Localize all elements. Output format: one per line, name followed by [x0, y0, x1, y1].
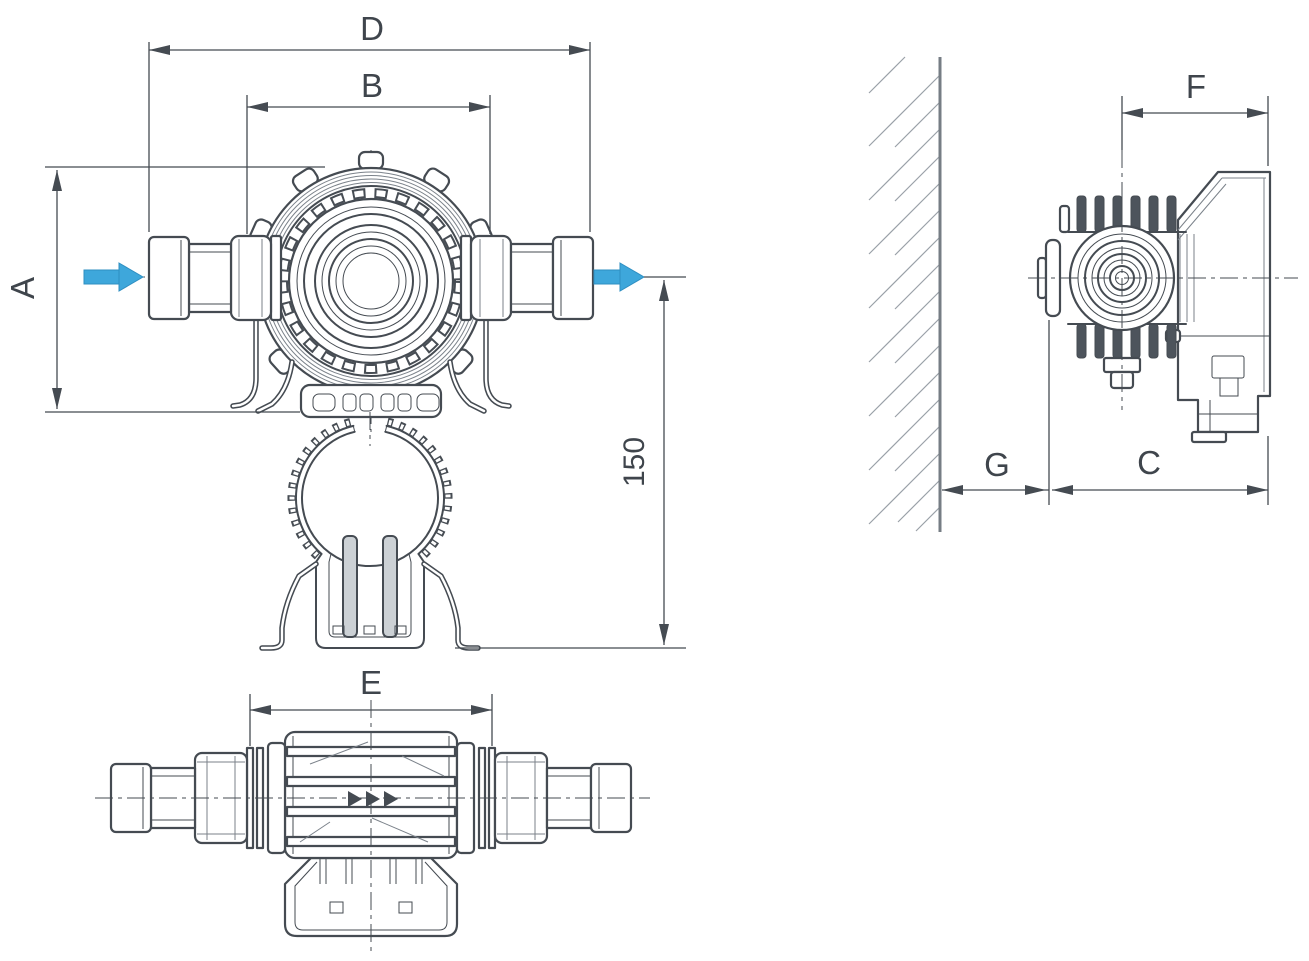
- front-pipe-left: [147, 234, 283, 322]
- top-centerlines: [95, 700, 650, 952]
- flow-out-arrow: [593, 262, 645, 292]
- front-washer-right: [459, 234, 473, 322]
- dim-e: E: [249, 664, 493, 746]
- side-motor-housing: [1164, 170, 1272, 444]
- front-pipe-cap-right: [551, 235, 595, 321]
- front-washer-left: [269, 234, 283, 322]
- dim-d: D: [148, 10, 591, 232]
- clip-legs: [259, 561, 481, 651]
- front-mounting-bracket: [299, 383, 443, 419]
- clip-fin-right: [382, 535, 398, 638]
- dim-clearance-label: 150: [618, 437, 651, 487]
- dim-f: F: [1121, 68, 1269, 166]
- front-union-nut-left: [229, 234, 273, 322]
- dim-c-label: C: [1137, 444, 1161, 481]
- front-sight-glass: [287, 197, 455, 365]
- wall-hatching: [868, 56, 941, 532]
- front-slot-ring: [278, 188, 464, 374]
- dim-f-label: F: [1186, 68, 1206, 105]
- clip-profile-view: [259, 412, 481, 651]
- dim-c: C: [1052, 436, 1269, 505]
- front-pump-body: [230, 150, 512, 419]
- front-clip-hooks: [230, 299, 512, 414]
- side-centerlines: [1028, 150, 1298, 410]
- dim-g-label: G: [984, 446, 1010, 483]
- dim-clearance-150: 150: [455, 276, 686, 649]
- front-pipe-right: [459, 234, 595, 322]
- side-pump-head: [1036, 195, 1195, 390]
- dim-b-label: B: [361, 67, 383, 104]
- dim-b: B: [246, 67, 491, 234]
- front-pipe-cap-left: [147, 235, 191, 321]
- front-union-nut-right: [469, 234, 513, 322]
- front-view: [83, 150, 648, 432]
- top-flow-direction-arrows: [348, 791, 398, 807]
- clip-fin-left: [342, 535, 358, 638]
- clip-base: [315, 535, 425, 649]
- clip-teeth-ring: [287, 417, 453, 568]
- top-view: [95, 700, 650, 952]
- wall: [868, 56, 942, 532]
- dim-g: G: [942, 320, 1050, 505]
- flow-in-arrow: [83, 262, 144, 292]
- dim-a-label: A: [4, 277, 41, 299]
- side-view: [868, 56, 1298, 532]
- dim-a: A: [4, 166, 325, 413]
- dim-e-label: E: [360, 664, 382, 701]
- dim-d-label: D: [360, 10, 384, 47]
